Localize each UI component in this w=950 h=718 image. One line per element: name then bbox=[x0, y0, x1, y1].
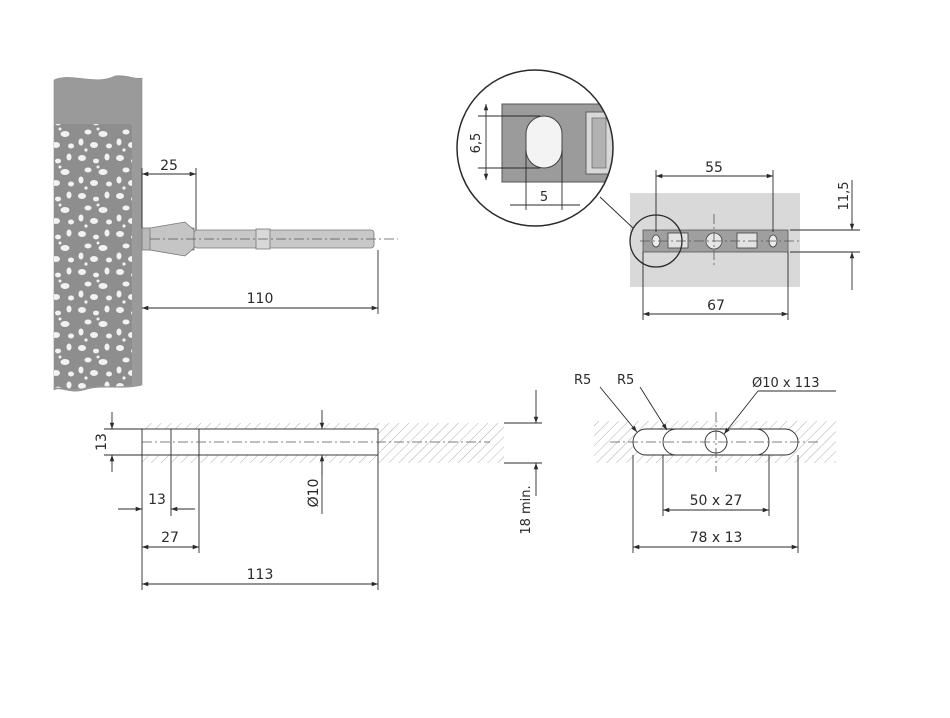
dim-step-depth: 27 bbox=[161, 530, 179, 546]
dim-total-depth: 113 bbox=[247, 567, 274, 583]
radius-right: R5 bbox=[617, 373, 634, 388]
dim-outer-slot: 78 x 13 bbox=[690, 530, 743, 546]
radius-left: R5 bbox=[574, 373, 591, 388]
dim-hole-diameter: Ø10 bbox=[306, 479, 322, 508]
zoom-slot bbox=[525, 115, 563, 169]
section-view: 13 Ø10 18 min. 13 27 113 bbox=[94, 390, 542, 590]
dim-counterbore-depth: 13 bbox=[148, 492, 166, 508]
dim-hole-spacing: 55 bbox=[705, 160, 723, 176]
dim-slot-width: 5 bbox=[540, 190, 548, 205]
plate-tab-right bbox=[736, 232, 758, 249]
dim-inner-slot: 50 x 27 bbox=[690, 493, 743, 509]
detail-view: 6,5 5 55 11,5 67 bbox=[456, 69, 860, 320]
dim-length: 110 bbox=[247, 291, 274, 307]
hole-spec: Ø10 x 113 bbox=[752, 376, 820, 391]
side-view: 25 110 bbox=[53, 75, 398, 392]
detail-zoom bbox=[456, 69, 614, 227]
dim-embed: 25 bbox=[160, 158, 178, 174]
plate-tab-left bbox=[667, 232, 689, 249]
zoom-circle bbox=[456, 69, 614, 227]
dim-bore-diameter: 13 bbox=[94, 433, 110, 451]
dim-plate-length: 67 bbox=[707, 298, 725, 314]
dim-min-thickness: 18 min. bbox=[519, 485, 534, 534]
wall-porous-texture bbox=[54, 124, 132, 390]
dim-slot-height: 6,5 bbox=[469, 133, 484, 154]
dim-plate-height: 11,5 bbox=[837, 182, 852, 211]
slot-view: R5 R5 Ø10 x 113 50 x 27 78 x 13 bbox=[574, 373, 836, 553]
